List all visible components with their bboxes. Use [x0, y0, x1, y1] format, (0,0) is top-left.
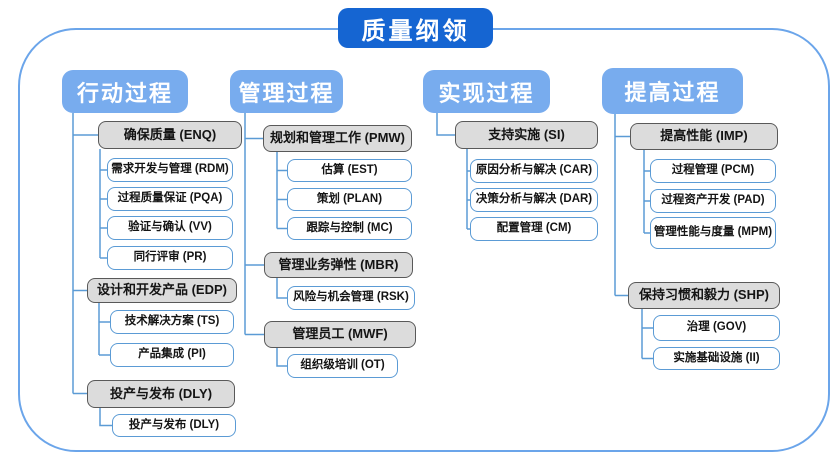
- node-cm: 配置管理 (CM): [470, 217, 598, 241]
- node-ii: 实施基础设施 (II): [653, 347, 780, 370]
- node-mc: 跟踪与控制 (MC): [287, 217, 412, 240]
- node-est: 估算 (EST): [287, 159, 412, 182]
- node-pr: 同行评审 (PR): [107, 246, 233, 270]
- node-pqa: 过程质量保证 (PQA): [107, 187, 233, 211]
- node-ts: 技术解决方案 (TS): [110, 310, 234, 334]
- node-rdm: 需求开发与管理 (RDM): [107, 158, 233, 182]
- column-header-management: 管理过程: [230, 70, 343, 113]
- node-gov: 治理 (GOV): [653, 315, 780, 341]
- node-shp: 保持习惯和毅力 (SHP): [628, 282, 780, 309]
- node-mpm: 管理性能与度量 (MPM): [650, 217, 776, 249]
- node-dar: 决策分析与解决 (DAR): [470, 188, 598, 212]
- node-dly-child: 投产与发布 (DLY): [112, 414, 236, 437]
- node-pi: 产品集成 (PI): [110, 343, 234, 367]
- column-header-improvement: 提高过程: [602, 68, 743, 114]
- node-pmw: 规划和管理工作 (PMW): [263, 125, 412, 152]
- diagram-title: 质量纲领: [338, 8, 493, 48]
- node-enq: 确保质量 (ENQ): [98, 121, 242, 149]
- node-ot: 组织级培训 (OT): [287, 354, 398, 378]
- column-header-action: 行动过程: [62, 70, 188, 113]
- node-pcm: 过程管理 (PCM): [650, 159, 776, 183]
- node-car: 原因分析与解决 (CAR): [470, 159, 598, 183]
- node-si: 支持实施 (SI): [455, 121, 598, 149]
- node-pad: 过程资产开发 (PAD): [650, 189, 776, 213]
- node-mbr: 管理业务弹性 (MBR): [264, 252, 413, 278]
- node-mwf: 管理员工 (MWF): [264, 321, 416, 348]
- node-rsk: 风险与机会管理 (RSK): [287, 286, 415, 310]
- node-plan: 策划 (PLAN): [287, 188, 412, 211]
- node-dly: 投产与发布 (DLY): [87, 380, 235, 408]
- node-edp: 设计和开发产品 (EDP): [87, 278, 237, 303]
- node-vv: 验证与确认 (VV): [107, 216, 233, 240]
- column-header-implementation: 实现过程: [423, 70, 550, 113]
- node-imp: 提高性能 (IMP): [630, 123, 778, 150]
